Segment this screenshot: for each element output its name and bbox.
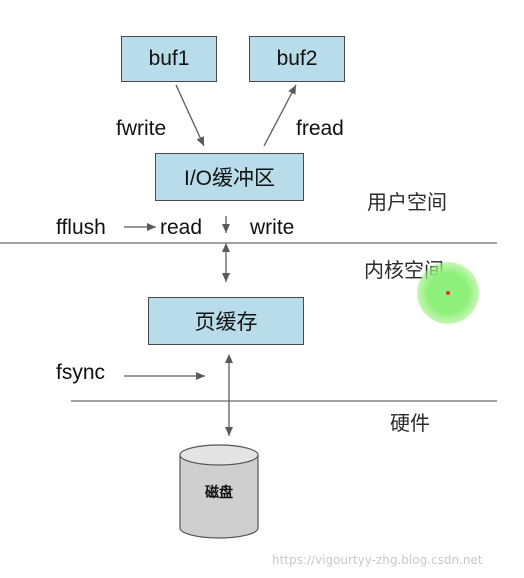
io-buffer-label: I/O缓冲区 xyxy=(183,167,275,190)
user-space-label: 用户空间 xyxy=(367,190,447,214)
cursor-dot xyxy=(446,291,450,295)
disk-label: 磁盘 xyxy=(205,485,233,501)
disk-icon xyxy=(179,444,259,539)
io-buffer-box: I/O缓冲区 xyxy=(155,153,304,201)
fflush-label: fflush xyxy=(56,216,106,239)
buf2-label: buf2 xyxy=(276,47,318,70)
buf1-box: buf1 xyxy=(121,36,217,82)
fsync-label: fsync xyxy=(56,361,106,384)
hardware-label: 硬件 xyxy=(390,411,430,435)
page-cache-box: 页缓存 xyxy=(148,297,304,345)
watermark: https://vigourtyy-zhg.blog.csdn.net xyxy=(272,553,483,567)
fread-arrow xyxy=(263,84,297,147)
write-label: write xyxy=(250,216,295,239)
fwrite-label: fwrite xyxy=(116,117,167,140)
buf2-box: buf2 xyxy=(249,36,345,82)
page-cache-label: 页缓存 xyxy=(194,311,258,334)
fread-label: fread xyxy=(296,117,344,140)
buf1-label: buf1 xyxy=(148,47,190,70)
read-label: read xyxy=(160,216,203,239)
fwrite-arrow xyxy=(175,84,205,147)
